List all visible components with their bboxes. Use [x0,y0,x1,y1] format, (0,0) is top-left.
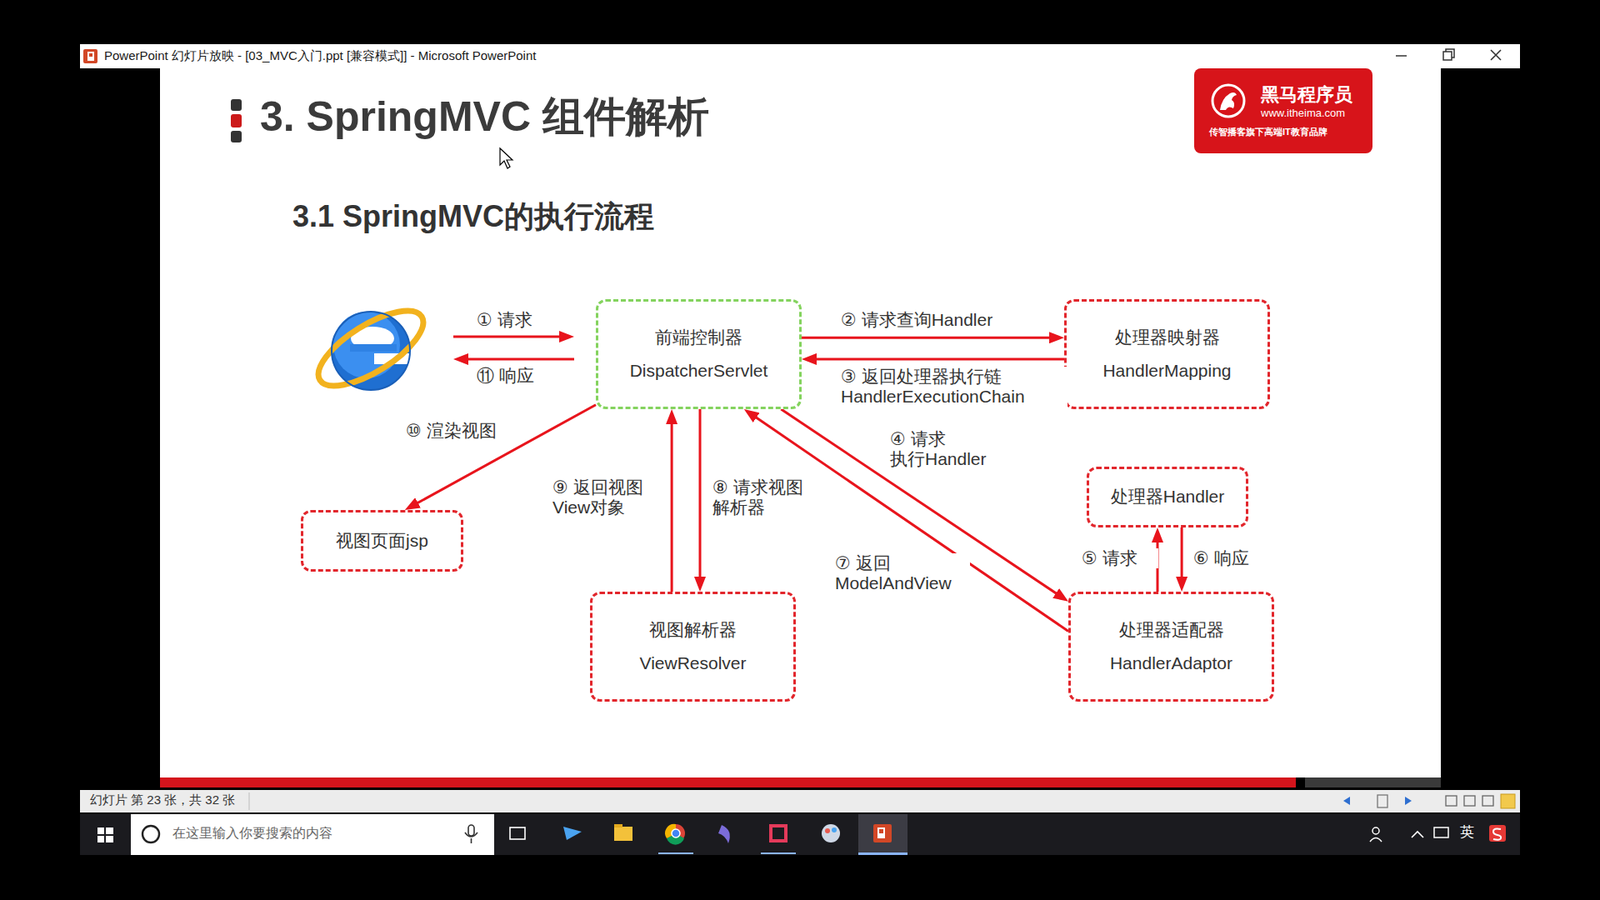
box-text: 传智播客旗下高端IT教育品牌 [1209,126,1328,139]
request-arrow [453,335,568,339]
box-text: www.itheima.com [1260,106,1345,120]
step-label: ① 请求 [476,309,533,330]
handler-mapping-box: 处理器映射器 HandlerMapping [1064,299,1270,410]
box-text: HandlerMapping [1102,360,1231,382]
slide [160,68,1441,778]
title-bullet [230,99,242,111]
step-label: ⑦ 返回 ModelAndView [833,553,970,594]
response-arrow [460,358,575,361]
taskbar [80,814,1520,855]
status-bar [80,790,1520,813]
slide-title: 3. SpringMVC 组件解析 [260,91,710,142]
box-text: DispatcherServlet [630,360,769,382]
step-label: ⑧ 请求视图 解析器 [710,477,819,518]
box-text: 视图页面jsp [335,530,429,552]
status-text: 幻灯片 第 23 张，共 32 张 [90,792,235,808]
close-button [1490,50,1501,60]
box-text: 处理器映射器 [1115,326,1220,349]
minimize-button [1395,55,1407,57]
app-icon [83,49,98,64]
box-text: 黑马程序员 [1260,83,1353,107]
flow-arrow [749,413,1069,632]
brand-logo: 黑马程序员www.itheima.com 传智播客旗下高端IT教育品牌 [1194,68,1373,154]
window-title: PowerPoint 幻灯片放映 - [03_MVC入门.ppt [兼容模式]]… [104,48,536,64]
flow-arrow [808,357,1065,360]
step-label: ⑪ 响应 [476,365,535,386]
search-box [130,814,495,855]
input-method: 英 [1460,824,1475,841]
step-label: ⑥ 响应 [1191,548,1270,569]
handler-box: 处理器Handler [1086,466,1249,528]
start-button [97,827,114,843]
ie-browser-icon [307,296,435,400]
flow-arrow [670,415,674,592]
box-text: 处理器Handler [1110,485,1225,508]
mouse-cursor [500,148,513,169]
handler-adaptor-box: 处理器适配器 HandlerAdaptor [1068,591,1275,702]
view-page-box: 视图页面jsp [300,510,464,572]
front-controller-box: 前端控制器 DispatcherServlet [595,299,802,410]
search-placeholder: 在这里输入你要搜索的内容 [172,825,333,841]
flow-arrow [1180,527,1184,585]
step-label: ⑨ 返回视图 View对象 [550,477,659,518]
box-text: 处理器适配器 [1119,619,1225,641]
view-resolver-box: 视图解析器 ViewResolver [590,591,796,702]
section-heading: 3.1 SpringMVC的执行流程 [292,198,655,235]
flow-arrow [801,336,1058,340]
window-titlebar [80,44,1520,69]
taskbar-icons [510,814,1506,855]
step-label: ③ 返回处理器执行链 HandlerExecutionChain [839,366,1068,407]
box-text: 视图解析器 [649,619,737,641]
flow-arrow [780,409,1063,598]
box-text: 前端控制器 [655,326,743,349]
box-text: HandlerAdaptor [1110,652,1233,675]
restore-button [1443,51,1452,60]
flow-arrow [699,409,702,585]
step-label: ④ 请求 执行Handler [888,429,1009,470]
slide-footer-bar [160,777,1296,788]
step-label: ⑤ 请求 [1080,548,1159,569]
step-label: ⑩ 渲染视图 [404,420,525,441]
step-label: ② 请求查询Handler [839,310,1060,330]
box-text: ViewResolver [640,652,747,675]
